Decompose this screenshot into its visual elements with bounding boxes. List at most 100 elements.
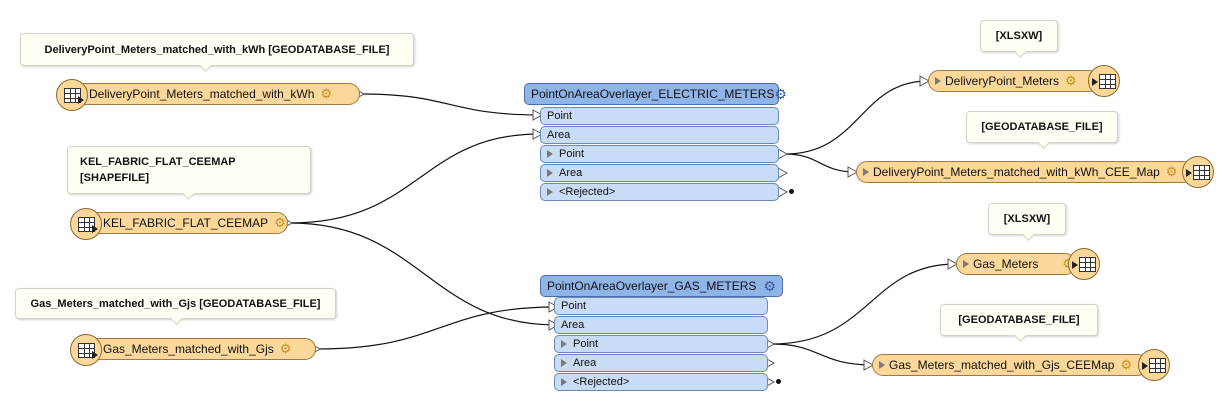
writer-delivery-meters-feature-type[interactable]: DeliveryPoint_Meters ⚙ xyxy=(928,70,1100,92)
input-port-point[interactable]: Point xyxy=(540,107,779,125)
annotation-text: DeliveryPoint_Meters_matched_with_kWh [G… xyxy=(44,43,390,56)
arrow-right-icon xyxy=(1092,78,1098,86)
feature-type-label: DeliveryPoint_Meters xyxy=(945,74,1060,88)
transformer-electric-meters[interactable]: PointOnAreaOverlayer_ELECTRIC_METERS ⚙ P… xyxy=(524,83,787,203)
reader-gas-icon[interactable] xyxy=(70,334,102,366)
port-marker xyxy=(548,301,560,313)
input-port-area[interactable]: Area xyxy=(554,316,768,334)
port-marker xyxy=(777,148,789,160)
output-port-area[interactable]: Area xyxy=(554,354,768,372)
expand-triangle-icon[interactable] xyxy=(879,361,885,369)
wire-electric-point-to-delivery-cee xyxy=(784,153,857,173)
reader-kel-feature-type[interactable]: KEL_FABRIC_FLAT_CEEMAP ⚙ xyxy=(86,212,288,234)
expand-triangle-icon[interactable] xyxy=(561,340,567,348)
gear-icon[interactable]: ⚙ xyxy=(320,86,333,101)
arrow-right-icon xyxy=(1072,261,1078,269)
port-marker xyxy=(532,109,544,121)
reader-gas-feature-type[interactable]: Gas_Meters_matched_with_Gjs ⚙ xyxy=(86,338,316,360)
feature-type-label: Gas_Meters xyxy=(973,257,1039,271)
input-port-area[interactable]: Area xyxy=(540,126,779,144)
input-port-point[interactable]: Point xyxy=(554,297,768,315)
gear-icon[interactable]: ⚙ xyxy=(274,215,286,230)
wire-delivery-to-electric-point xyxy=(361,93,541,116)
annotation-text: Gas_Meters_matched_with_Gjs [GEODATABASE… xyxy=(30,297,321,310)
port-marker xyxy=(777,167,789,179)
port-label: Point xyxy=(559,148,585,160)
port-marker xyxy=(947,258,959,270)
arrow-right-icon xyxy=(1186,169,1192,177)
table-icon xyxy=(1099,74,1116,89)
reader-kel-icon[interactable] xyxy=(70,208,102,240)
annotation-gdb-top: [GEODATABASE_FILE] xyxy=(966,111,1118,149)
expand-triangle-icon[interactable] xyxy=(547,150,553,158)
wire-gas-point-to-gas-meters xyxy=(771,263,957,345)
wire-electric-point-to-delivery-meters xyxy=(784,80,929,155)
arrow-right-icon xyxy=(78,96,84,104)
output-port-rejected[interactable]: <Rejected> xyxy=(554,373,768,391)
transformer-header[interactable]: PointOnAreaOverlayer_GAS_METERS ⚙ xyxy=(540,275,783,297)
gear-icon[interactable]: ⚙ xyxy=(1120,357,1133,372)
writer-delivery-cee-icon[interactable] xyxy=(1182,156,1214,188)
expand-triangle-icon[interactable] xyxy=(935,77,941,85)
arrow-right-icon xyxy=(1142,362,1148,370)
arrow-right-icon xyxy=(92,225,98,233)
writer-gas-meters-feature-type[interactable]: Gas_Meters ⚙ xyxy=(956,253,1076,275)
gear-icon[interactable]: ⚙ xyxy=(774,85,787,102)
expand-triangle-icon[interactable] xyxy=(963,260,969,268)
expand-triangle-icon[interactable] xyxy=(547,188,553,196)
table-icon xyxy=(78,343,95,358)
wire-kel-to-gas-area xyxy=(289,222,557,326)
port-marker xyxy=(532,128,544,140)
output-port-area[interactable]: Area xyxy=(540,164,779,182)
writer-delivery-meters-icon[interactable] xyxy=(1088,65,1120,97)
gear-icon[interactable]: ⚙ xyxy=(763,277,776,294)
annotation-xlsxw-top: [XLSXW] xyxy=(980,20,1058,58)
port-label: Area xyxy=(573,357,597,369)
gear-icon[interactable]: ⚙ xyxy=(1165,164,1178,179)
annotation-text: [GEODATABASE_FILE] xyxy=(981,121,1103,133)
annotation-text: KEL_FABRIC_FLAT_CEEMAP xyxy=(80,156,236,168)
gear-icon[interactable]: ⚙ xyxy=(1065,73,1077,88)
wire-kel-to-electric-area xyxy=(289,133,541,224)
port-label: Area xyxy=(561,319,585,331)
port-label: Area xyxy=(547,129,571,141)
feature-type-label: KEL_FABRIC_FLAT_CEEMAP xyxy=(103,216,269,230)
rejected-terminator-dot xyxy=(776,379,781,384)
feature-type-label: DeliveryPoint_Meters_matched_with_kWh_CE… xyxy=(873,165,1160,179)
table-icon xyxy=(78,217,95,232)
port-label: Point xyxy=(573,338,599,350)
writer-gas-meters-icon[interactable] xyxy=(1068,248,1100,280)
annotation-kel-reader: KEL_FABRIC_FLAT_CEEMAP [SHAPEFILE] xyxy=(67,146,311,200)
expand-triangle-icon[interactable] xyxy=(547,169,553,177)
annotation-delivery-reader: DeliveryPoint_Meters_matched_with_kWh [G… xyxy=(20,33,414,72)
annotation-text: [XLSXW] xyxy=(995,30,1043,42)
expand-triangle-icon[interactable] xyxy=(561,359,567,367)
transformer-title: PointOnAreaOverlayer_GAS_METERS xyxy=(547,279,757,293)
transformer-header[interactable]: PointOnAreaOverlayer_ELECTRIC_METERS ⚙ xyxy=(524,83,787,105)
feature-type-label: Gas_Meters_matched_with_Gjs xyxy=(103,342,274,356)
writer-gas-cee-icon[interactable] xyxy=(1138,349,1170,381)
annotation-gas-reader: Gas_Meters_matched_with_Gjs [GEODATABASE… xyxy=(15,288,336,325)
port-label: Area xyxy=(559,167,583,179)
port-marker xyxy=(548,319,560,331)
writer-gas-cee-feature-type[interactable]: Gas_Meters_matched_with_Gjs_CEEMap ⚙ xyxy=(872,354,1148,376)
feature-type-label: Gas_Meters_matched_with_Gjs_CEEMap xyxy=(889,358,1115,372)
annotation-gdb-bottom: [GEODATABASE_FILE] xyxy=(940,304,1098,342)
transformer-title: PointOnAreaOverlayer_ELECTRIC_METERS xyxy=(531,87,775,101)
writer-delivery-cee-feature-type[interactable]: DeliveryPoint_Meters_matched_with_kWh_CE… xyxy=(856,161,1194,183)
port-label: <Rejected> xyxy=(573,376,630,388)
transformer-gas-meters[interactable]: PointOnAreaOverlayer_GAS_METERS ⚙ Point … xyxy=(540,275,783,393)
annotation-text: [GEODATABASE_FILE] xyxy=(958,314,1080,326)
annotation-text: [SHAPEFILE] xyxy=(80,172,150,184)
reader-delivery-feature-type[interactable]: DeliveryPoint_Meters_matched_with_kWh ⚙ xyxy=(72,83,360,105)
output-port-point[interactable]: Point xyxy=(554,335,768,353)
table-icon xyxy=(64,88,81,103)
gear-icon[interactable]: ⚙ xyxy=(279,341,292,356)
output-port-point[interactable]: Point xyxy=(540,145,779,163)
output-port-rejected[interactable]: <Rejected> xyxy=(540,183,779,201)
expand-triangle-icon[interactable] xyxy=(561,378,567,386)
expand-triangle-icon[interactable] xyxy=(863,168,869,176)
table-icon xyxy=(1193,165,1210,180)
port-label: <Rejected> xyxy=(559,186,616,198)
reader-delivery-icon[interactable] xyxy=(56,79,88,111)
